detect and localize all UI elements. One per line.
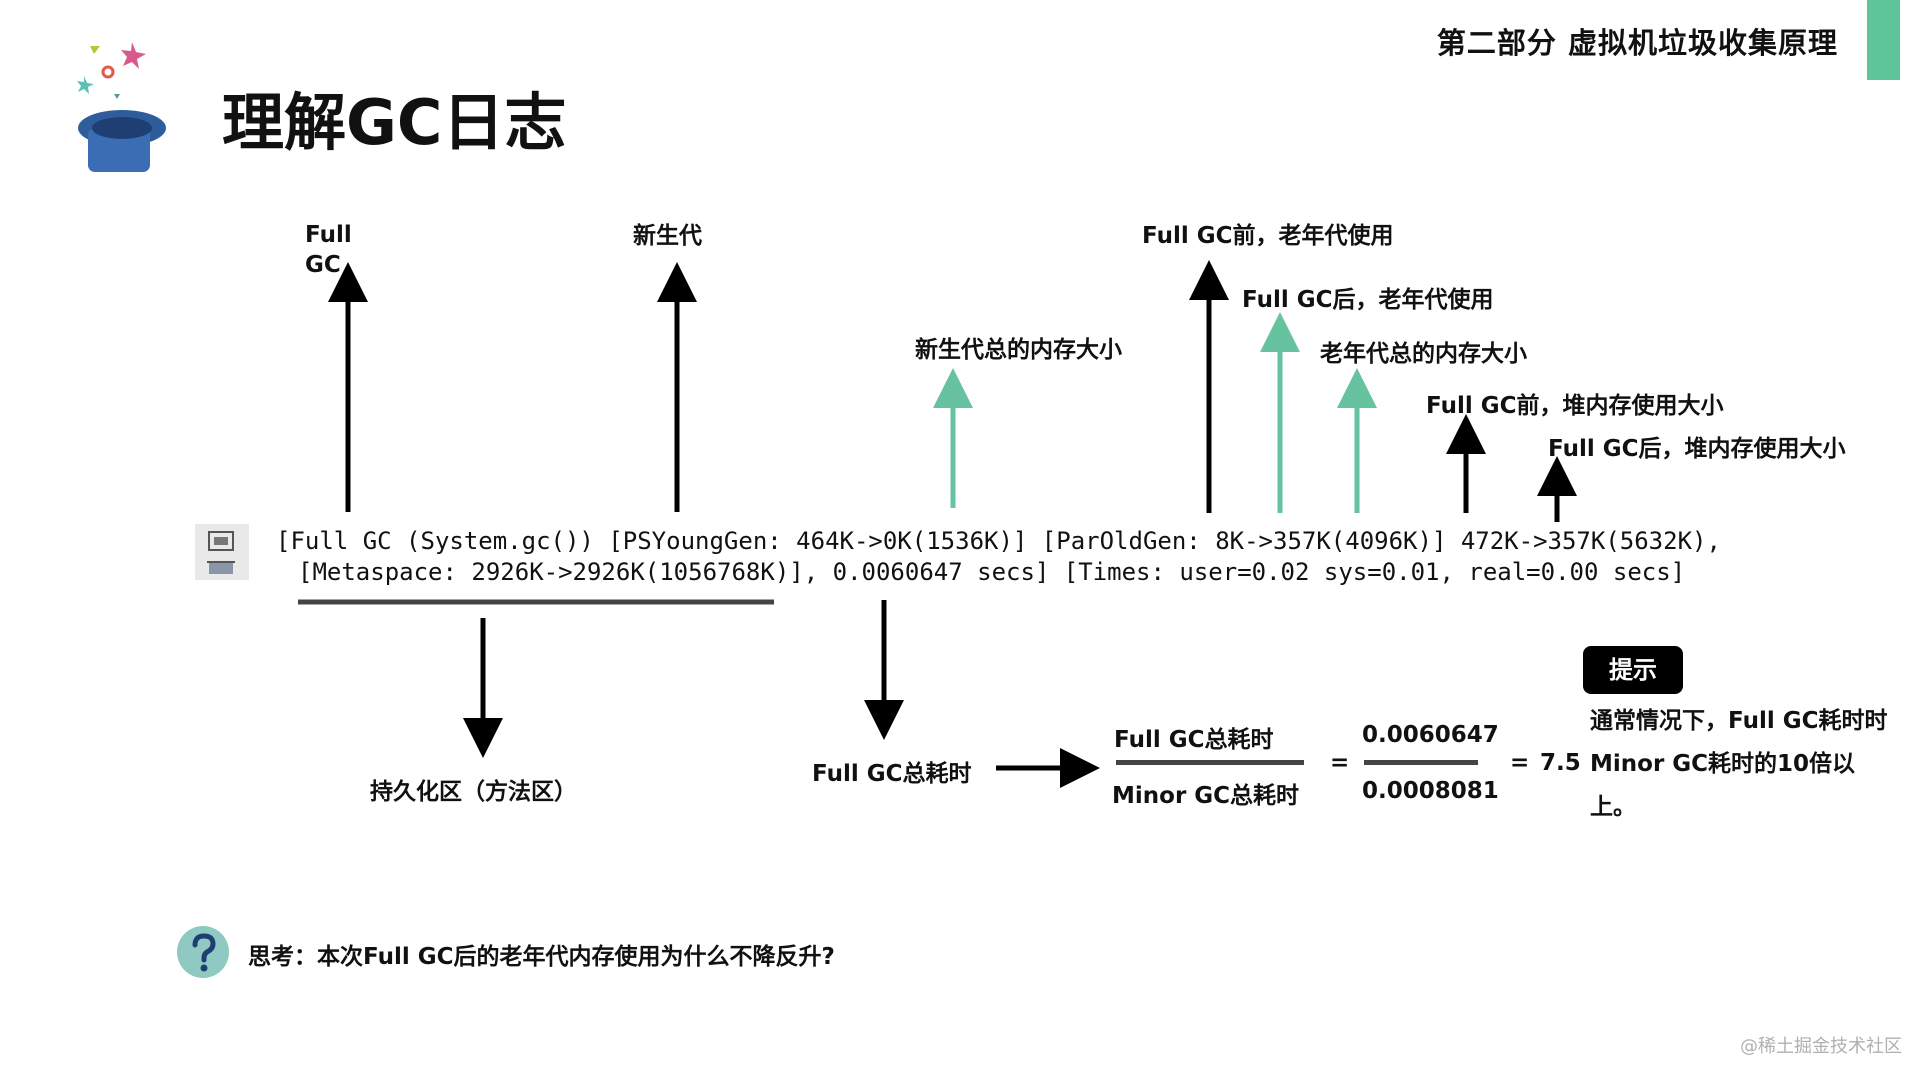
page-title: 理解GC日志: [222, 86, 567, 159]
label-young-total: 新生代总的内存大小: [915, 337, 1122, 363]
hint-badge: 提示: [1583, 646, 1683, 694]
magic-hat-logo-icon: [77, 42, 166, 172]
label-full-gc-time: Full GC总耗时: [812, 761, 972, 787]
label-heap-after: Full GC后，堆内存使用大小: [1548, 436, 1846, 462]
question-text: 思考：本次Full GC后的老年代内存使用为什么不降反升?: [248, 944, 835, 970]
section-title: 第二部分 虚拟机垃圾收集原理: [1436, 26, 1838, 60]
hint-text: 通常情况下，Full GC耗时时Minor GC耗时的10倍以上。: [1590, 708, 1888, 820]
fraction-line-values: [1364, 760, 1478, 765]
formula-numerator-value: 0.0060647: [1362, 722, 1499, 748]
log-line-2: [Metaspace: 2926K->2926K(1056768K)], 0.0…: [298, 558, 1686, 586]
log-snippet-icon: [195, 524, 249, 580]
formula-numerator-label: Full GC总耗时: [1114, 727, 1274, 753]
formula-denominator-label: Minor GC总耗时: [1112, 783, 1300, 809]
formula-equals-1: =: [1330, 750, 1350, 776]
formula-denominator-value: 0.0008081: [1362, 778, 1499, 804]
label-permanent: 持久化区（方法区）: [370, 779, 577, 805]
fraction-line-labels: [1116, 760, 1304, 765]
label-old-total: 老年代总的内存大小: [1320, 341, 1527, 367]
log-line-1: [Full GC (System.gc()) [PSYoungGen: 464K…: [276, 527, 1721, 555]
formula-result: 7.5: [1540, 750, 1581, 776]
accent-bar: [1867, 0, 1900, 80]
label-heap-before: Full GC前，堆内存使用大小: [1426, 393, 1724, 419]
label-young-gen: 新生代: [633, 223, 702, 249]
formula-equals-2: =: [1510, 750, 1530, 776]
label-old-before: Full GC前，老年代使用: [1142, 223, 1394, 249]
label-old-after: Full GC后，老年代使用: [1242, 287, 1494, 313]
label-full-gc: Full GC: [305, 222, 352, 278]
question-mark-icon: [177, 926, 229, 978]
watermark: @稀土掘金技术社区: [1740, 1036, 1902, 1057]
